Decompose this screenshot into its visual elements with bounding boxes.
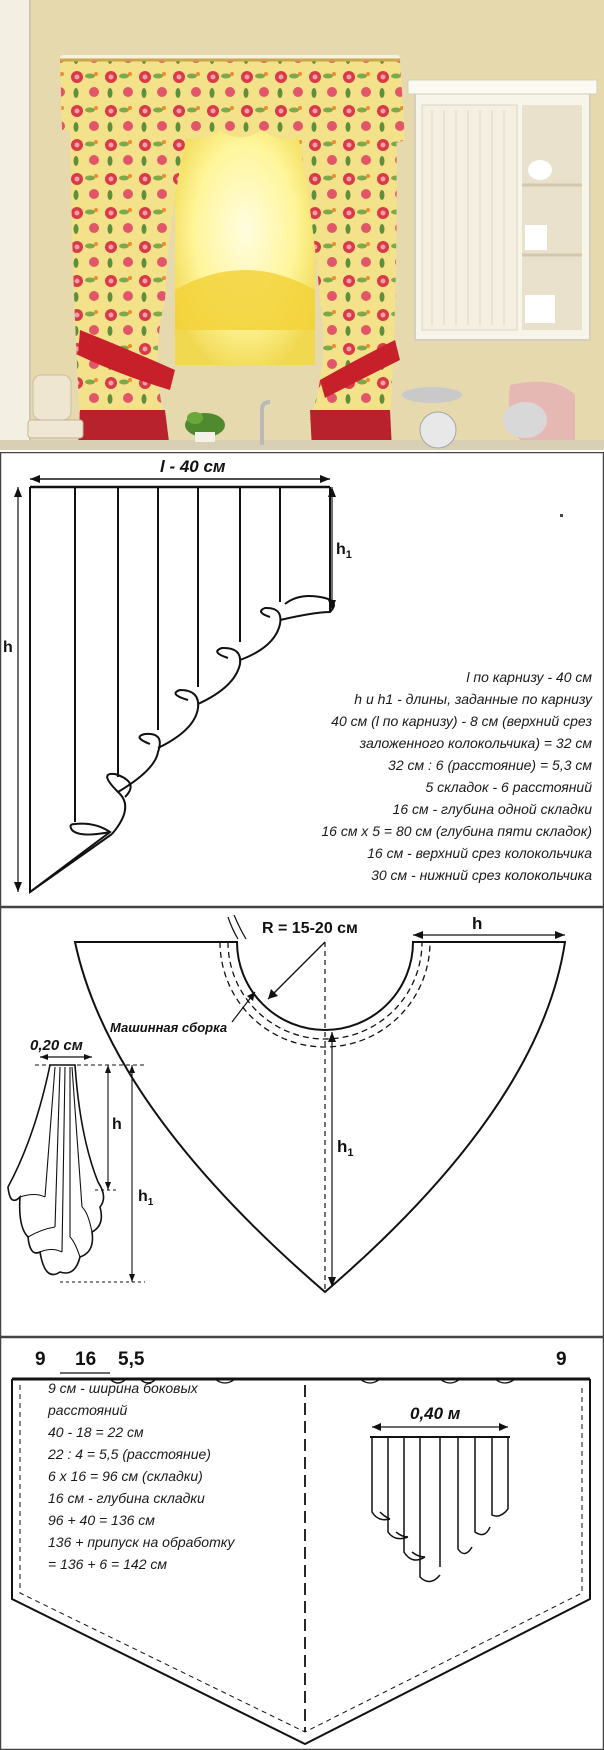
- note-line: 9 см - ширина боковых: [48, 1380, 199, 1396]
- note-line: 40 - 18 = 22 см: [48, 1424, 144, 1440]
- pleats: [74, 487, 335, 835]
- note-line: 22 : 4 = 5,5 (расстояние): [47, 1446, 211, 1462]
- glass-jar: [27, 374, 84, 439]
- jabot-diagram-3: 9 16 5,5 9 9 см - ширина боковых расстоя…: [0, 1337, 604, 1750]
- h1-label: h1: [337, 1137, 354, 1159]
- width-label: 0,40 м: [410, 1404, 461, 1423]
- side-width-label-right: 9: [556, 1349, 567, 1370]
- note-line: 16 см - глубина одной складки: [393, 801, 593, 817]
- gather-label: Машинная сборка: [110, 1020, 227, 1035]
- width-label: l - 40 см: [160, 457, 226, 476]
- radius-label: R = 15-20 см: [262, 920, 358, 937]
- wall-cabinet: [407, 79, 598, 341]
- pattern-outline: [11, 1379, 591, 1746]
- small-jabot: 0,20 см h h1: [7, 1037, 154, 1283]
- h-label: h: [3, 639, 13, 656]
- note-line: 16 см х 5 = 80 см (глубина пяти складок): [321, 823, 592, 839]
- pleat-depth-label: 16: [75, 1349, 96, 1370]
- note-line: 16 см - верхний срез колокольчика: [367, 845, 592, 861]
- notes-block: 9 см - ширина боковых расстояний 40 - 18…: [47, 1380, 235, 1572]
- h-label: h: [472, 914, 482, 933]
- left-tieback: [78, 330, 175, 390]
- panel-frame: [0, 1337, 604, 1750]
- right-tieback: [320, 340, 400, 398]
- note-line: 32 см : 6 (расстояние) = 5,3 см: [388, 757, 592, 773]
- note-line: 5 складок - 6 расстояний: [425, 779, 592, 795]
- plant: [185, 412, 225, 442]
- note-line: 96 + 40 = 136 см: [48, 1512, 155, 1528]
- notes-block: l по карнизу - 40 см h и h1 - длины, зад…: [321, 669, 593, 883]
- side-width-label: 9: [35, 1349, 46, 1370]
- kitchen-scale: [402, 387, 462, 449]
- left-curtain: [70, 70, 205, 420]
- panel-frame: [0, 907, 604, 1337]
- jabot-pattern-3: 9 16 5,5 9 9 см - ширина боковых расстоя…: [0, 1337, 604, 1750]
- panel-frame: [0, 452, 604, 907]
- curtain-photo: [0, 0, 604, 450]
- window-blind: [175, 270, 315, 330]
- jabot-pattern-1: l - 40 см h h1: [0, 452, 604, 907]
- jabot-diagram-2: R = 15-20 см h h1 Машинная сборка 0,20 с…: [0, 907, 604, 1337]
- stand-mixer: [503, 381, 575, 440]
- note-line: h и h1 - длины, заданные по карнизу: [354, 691, 593, 707]
- note-line: 136 + припуск на обработку: [48, 1534, 235, 1550]
- h1-label: h1: [336, 541, 352, 561]
- note-line: заложенного колокольчика) = 32 см: [359, 735, 593, 751]
- right-curtain: [285, 70, 397, 420]
- width-label: 0,20 см: [30, 1037, 83, 1054]
- note-line: расстояний: [47, 1402, 128, 1418]
- note-line: 30 см - нижний срез колокольчика: [371, 867, 592, 883]
- note-line: 16 см - глубина складки: [48, 1490, 205, 1506]
- note-line: = 136 + 6 = 142 см: [48, 1556, 167, 1572]
- small-h-label: h: [112, 1116, 122, 1133]
- pleat-marks: [60, 1372, 516, 1384]
- note-line: 40 см (l по карнизу) - 8 см (верхний сре…: [331, 713, 592, 729]
- spacing-label: 5,5: [118, 1349, 145, 1370]
- note-line: l по карнизу - 40 см: [466, 669, 592, 685]
- left-cabinet: [0, 0, 30, 450]
- small-jabot-sketch: 0,40 м: [370, 1404, 510, 1583]
- jabot-pattern-2: R = 15-20 см h h1 Машинная сборка 0,20 с…: [0, 907, 604, 1337]
- small-h1-label: h1: [138, 1188, 154, 1208]
- kitchen-curtain-illustration: [0, 0, 604, 450]
- circular-pattern: [73, 941, 567, 1294]
- valance: [60, 60, 405, 144]
- jabot-diagram-1: l - 40 см h h1: [0, 452, 604, 907]
- faucet: [260, 400, 271, 445]
- note-line: 6 х 16 = 96 см (складки): [48, 1468, 203, 1484]
